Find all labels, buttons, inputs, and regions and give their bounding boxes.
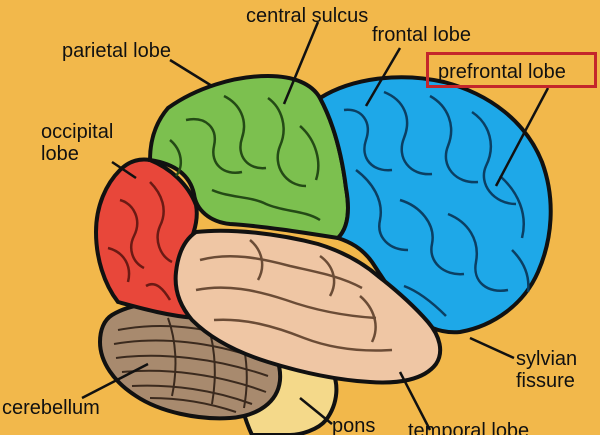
label-pons: pons: [332, 415, 376, 435]
occipital-folds: [107, 181, 173, 301]
label-temporal-lobe: temporal lobe: [408, 420, 530, 435]
leader-occipital-lobe: [111, 160, 137, 180]
leader-pons: [299, 397, 333, 425]
label-central-sulcus: central sulcus: [246, 5, 369, 27]
leader-parietal-lobe: [169, 58, 213, 88]
leader-temporal-lobe: [398, 371, 432, 431]
leader-prefrontal-lobe: [494, 87, 550, 187]
leader-cerebellum: [81, 362, 149, 400]
frontal-folds: [343, 90, 530, 317]
prefrontal-highlight-box: [426, 52, 597, 88]
leader-sylvian-fissure: [469, 336, 515, 360]
temporal-folds: [195, 239, 393, 352]
leader-central-sulcus: [282, 21, 320, 105]
label-frontal-lobe: frontal lobe: [372, 24, 471, 46]
label-sylvian-fissure: sylvian fissure: [516, 348, 578, 392]
leader-frontal-lobe: [364, 47, 402, 107]
label-cerebellum: cerebellum: [2, 397, 100, 419]
label-parietal-lobe: parietal lobe: [62, 40, 171, 62]
label-prefrontal-lobe: prefrontal lobe: [438, 61, 566, 83]
parietal-folds: [169, 94, 321, 222]
leader-lines: [81, 21, 550, 431]
label-occipital-lobe: occipital lobe: [41, 121, 114, 165]
frontal-lobe-region: [317, 75, 553, 335]
